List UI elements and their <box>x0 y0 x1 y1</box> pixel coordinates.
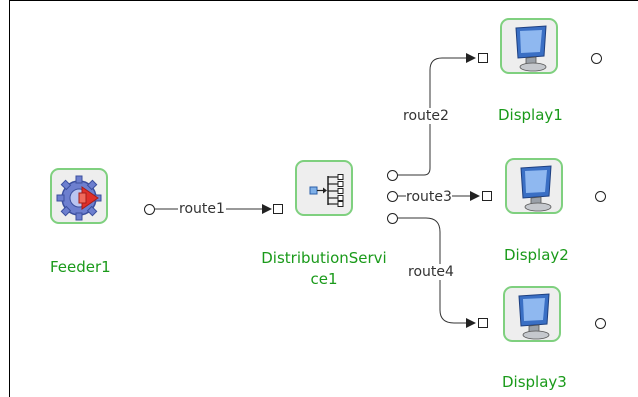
display1-input-port[interactable] <box>478 53 488 63</box>
route3-label[interactable]: route3 <box>406 189 452 205</box>
distribution-label-line1: DistributionServi <box>261 249 387 267</box>
display1-label: Display1 <box>498 106 563 124</box>
feeder-node[interactable] <box>50 168 108 224</box>
route1-arrowhead <box>262 204 272 214</box>
monitor-icon <box>518 293 550 340</box>
feeder-output-port[interactable] <box>144 204 155 215</box>
display2-output-port[interactable] <box>595 191 606 202</box>
distribution-output-port-1[interactable] <box>387 170 398 181</box>
canvas-frame-left <box>9 0 10 397</box>
feeder-icon <box>56 175 102 221</box>
route3-arrowhead <box>470 191 480 201</box>
feeder-label: Feeder1 <box>50 258 111 276</box>
distribution-service-node[interactable] <box>295 160 353 216</box>
distribution-label-line2: ce1 <box>310 270 338 288</box>
display3-output-port[interactable] <box>595 318 606 329</box>
monitor-icon <box>515 25 547 72</box>
display3-label: Display3 <box>502 373 567 391</box>
route4-label[interactable]: route4 <box>408 264 454 280</box>
display3-input-port[interactable] <box>478 318 488 328</box>
distribution-output-port-2[interactable] <box>387 191 398 202</box>
monitor-icon <box>520 165 552 212</box>
route1-label[interactable]: route1 <box>178 201 226 217</box>
display3-node[interactable] <box>503 286 561 342</box>
route2-label[interactable]: route2 <box>403 108 449 124</box>
display1-output-port[interactable] <box>591 53 602 64</box>
display2-label: Display2 <box>504 246 569 264</box>
distribution-input-port[interactable] <box>273 204 283 214</box>
distribution-output-port-3[interactable] <box>387 213 398 224</box>
display2-input-port[interactable] <box>482 191 492 201</box>
display1-node[interactable] <box>500 18 558 74</box>
route4-arrowhead <box>466 318 476 328</box>
distribution-icon <box>309 174 344 207</box>
route2-arrowhead <box>466 53 476 63</box>
display2-node[interactable] <box>505 158 563 214</box>
